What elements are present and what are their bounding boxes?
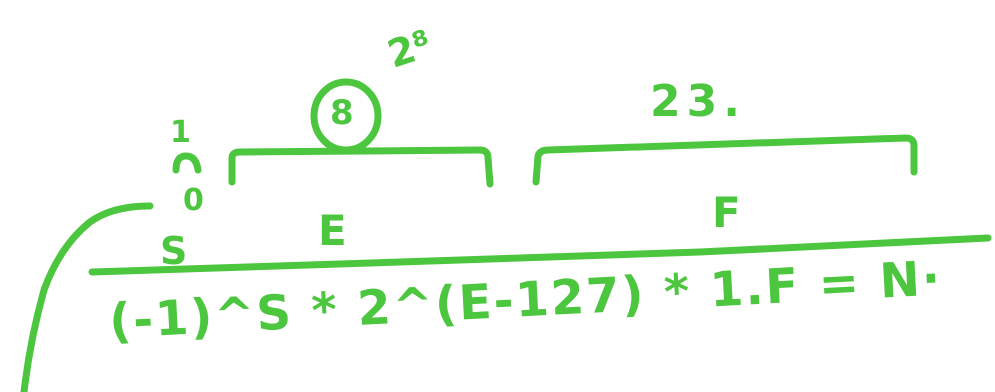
fraction-bracket xyxy=(532,134,918,186)
divider-line xyxy=(88,234,992,276)
exponent-field-label: E xyxy=(318,206,347,255)
sign-placeholder-label: 0 xyxy=(183,183,204,218)
exponent-bracket xyxy=(228,146,494,188)
exponent-circle xyxy=(310,78,382,154)
left-curve-stroke xyxy=(20,202,154,392)
sign-arch xyxy=(172,152,202,174)
fraction-width-label: 23. xyxy=(650,76,746,127)
sign-width-label: 1 xyxy=(170,115,191,150)
fraction-field-label: F xyxy=(712,188,741,237)
exponent-width-label: 8 xyxy=(330,93,354,133)
sign-field-label: S xyxy=(160,229,188,273)
